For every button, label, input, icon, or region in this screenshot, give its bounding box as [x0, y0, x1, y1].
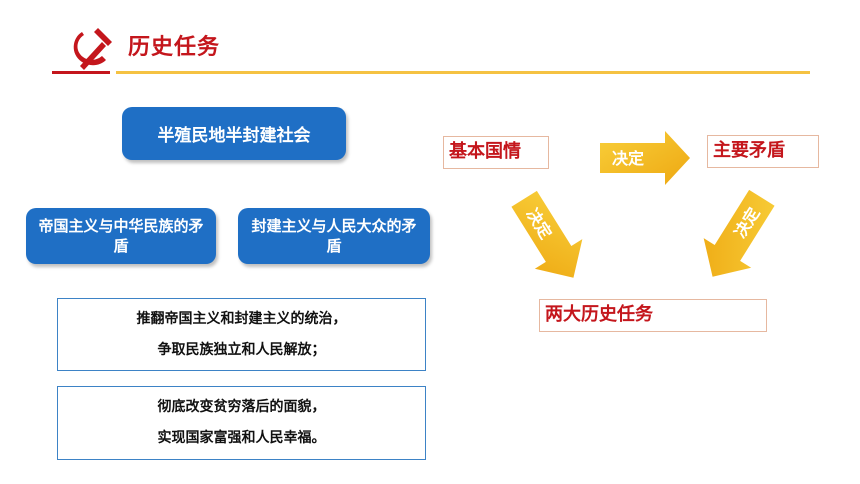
basic-situation-label: 基本国情 [443, 136, 549, 169]
header-divider [52, 71, 810, 74]
society-nature-box: 半殖民地半封建社会 [122, 107, 346, 160]
arrow-down-right: 决定 [511, 190, 583, 278]
contradiction-box-imperialism: 帝国主义与中华民族的矛盾 [26, 208, 216, 264]
arrow-label-right: 决定 [612, 149, 644, 168]
two-historic-tasks-label: 两大历史任务 [539, 299, 767, 332]
arrow-down-left: 决定 [703, 189, 775, 277]
page-title: 历史任务 [128, 35, 221, 60]
task-box-second: 彻底改变贫穷落后的面貌， 实现国家富强和人民幸福。 [57, 386, 426, 460]
task-box-first: 推翻帝国主义和封建主义的统治， 争取民族独立和人民解放； [57, 298, 426, 371]
arrow-label-down-left: 决定 [730, 204, 763, 241]
task-line: 实现国家富强和人民幸福。 [157, 430, 326, 446]
task-line: 争取民族独立和人民解放； [157, 341, 326, 358]
arrow-label-down-right: 决定 [523, 205, 556, 242]
task-line: 彻底改变贫穷落后的面貌， [157, 399, 326, 415]
hammer-sickle-icon [68, 26, 114, 70]
arrow-right: 决定 [600, 131, 690, 185]
contradiction-box-feudalism: 封建主义与人民大众的矛盾 [238, 208, 430, 264]
main-contradiction-label: 主要矛盾 [707, 135, 819, 168]
task-line: 推翻帝国主义和封建主义的统治， [136, 310, 347, 327]
